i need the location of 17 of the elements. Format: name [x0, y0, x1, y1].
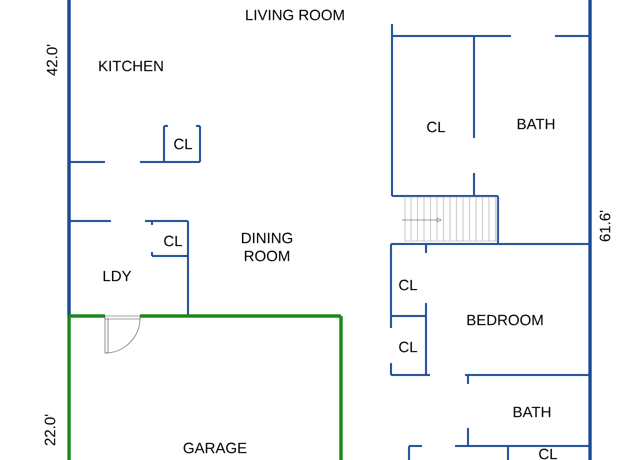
room-label: LDY	[104, 270, 132, 282]
room-label: BEDROOM	[467, 314, 543, 326]
room-label: CL	[174, 138, 192, 150]
room-label: CL	[399, 280, 418, 290]
room-label: CL	[399, 342, 418, 352]
room-label: LIVING ROOM	[246, 10, 344, 20]
room-label: GARAGE	[184, 442, 246, 454]
room-label: CL	[164, 236, 182, 246]
room-label: DINING ROOM	[242, 232, 292, 262]
dimension-label: 61.6'	[600, 210, 610, 242]
room-label: KITCHEN	[99, 60, 163, 72]
dimension-label: 42.0'	[46, 44, 58, 76]
room-label: CL	[539, 448, 558, 460]
dimension-label: 22.0'	[44, 414, 56, 446]
room-label: CL	[427, 122, 446, 132]
room-label: BATH	[518, 118, 554, 130]
room-label: BATH	[514, 406, 550, 418]
